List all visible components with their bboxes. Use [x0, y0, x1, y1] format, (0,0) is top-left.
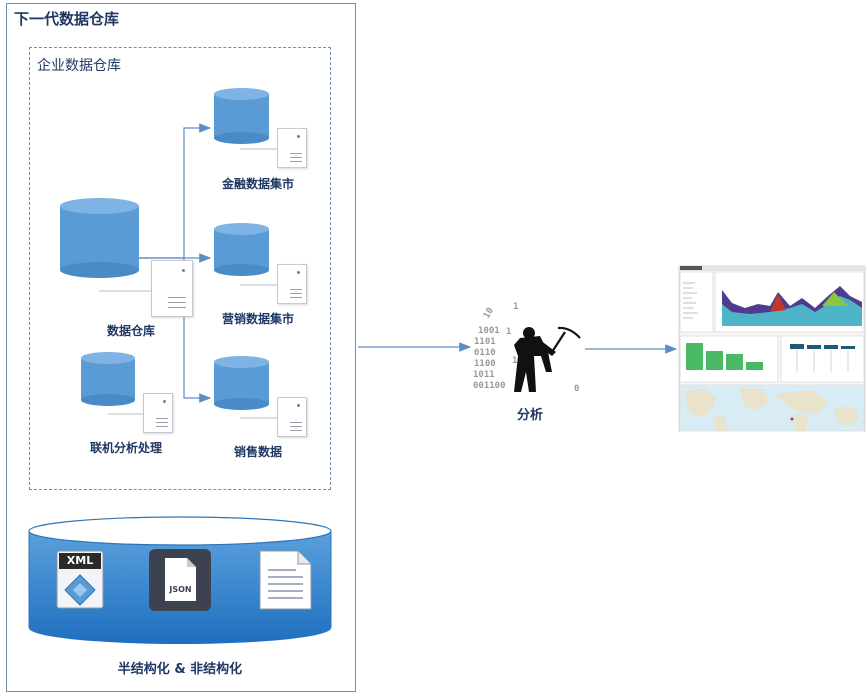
- enterprise-warehouse-container: [29, 47, 331, 490]
- finance-mart-cylinder: [214, 88, 269, 144]
- marketing-mart-label: 营销数据集市: [221, 312, 294, 326]
- svg-text:10: 10: [482, 306, 496, 320]
- svg-text:0110: 0110: [474, 348, 496, 358]
- marketing-mart-document-icon: [277, 264, 307, 304]
- json-file-icon: [149, 549, 211, 611]
- data-mining-icon: 10 1001 1101 0110 1100 1011 001100 1 1 1…: [473, 302, 581, 394]
- dashboard-thumbnail: [678, 265, 866, 432]
- sales-data-document-icon: [277, 397, 307, 437]
- connector-lines: [139, 123, 678, 403]
- arrow-to-finance-mart: [139, 123, 212, 259]
- svg-text:1: 1: [512, 356, 517, 366]
- analysis-label: 分析: [516, 408, 543, 423]
- svg-text:1001: 1001: [478, 326, 500, 336]
- data-warehouse-cylinder: [60, 198, 139, 278]
- olap-label: 联机分析处理: [89, 441, 162, 455]
- svg-text:001100: 001100: [473, 381, 506, 391]
- svg-text:1011: 1011: [473, 370, 495, 380]
- data-warehouse-label: 数据仓库: [106, 324, 155, 338]
- svg-text:1101: 1101: [474, 337, 496, 347]
- olap-cylinder: [81, 352, 135, 406]
- finance-mart-label: 金融数据集市: [221, 177, 294, 191]
- json-icon-label: JSON: [169, 585, 192, 594]
- marketing-mart-cylinder: [214, 223, 269, 276]
- enterprise-warehouse-title: 企业数据仓库: [37, 58, 121, 74]
- xml-file-icon: [56, 550, 104, 609]
- sales-data-cylinder: [214, 356, 269, 410]
- semi-structured-caption: 半结构化 & 非结构化: [117, 662, 243, 677]
- next-gen-warehouse-container: [6, 3, 356, 692]
- svg-text:1: 1: [506, 327, 511, 337]
- sales-data-label: 销售数据: [233, 445, 282, 459]
- finance-mart-document-icon: [277, 128, 307, 168]
- doc-leader-lines: [99, 148, 277, 419]
- data-warehouse-document-icon: [151, 260, 193, 317]
- svg-text:1100: 1100: [474, 359, 496, 369]
- svg-text:1: 1: [513, 302, 518, 312]
- olap-document-icon: [143, 393, 173, 433]
- text-document-icon: [259, 550, 312, 610]
- xml-icon-label: XML: [66, 554, 94, 567]
- next-gen-warehouse-title: 下一代数据仓库: [14, 10, 120, 28]
- svg-text:0: 0: [574, 384, 579, 394]
